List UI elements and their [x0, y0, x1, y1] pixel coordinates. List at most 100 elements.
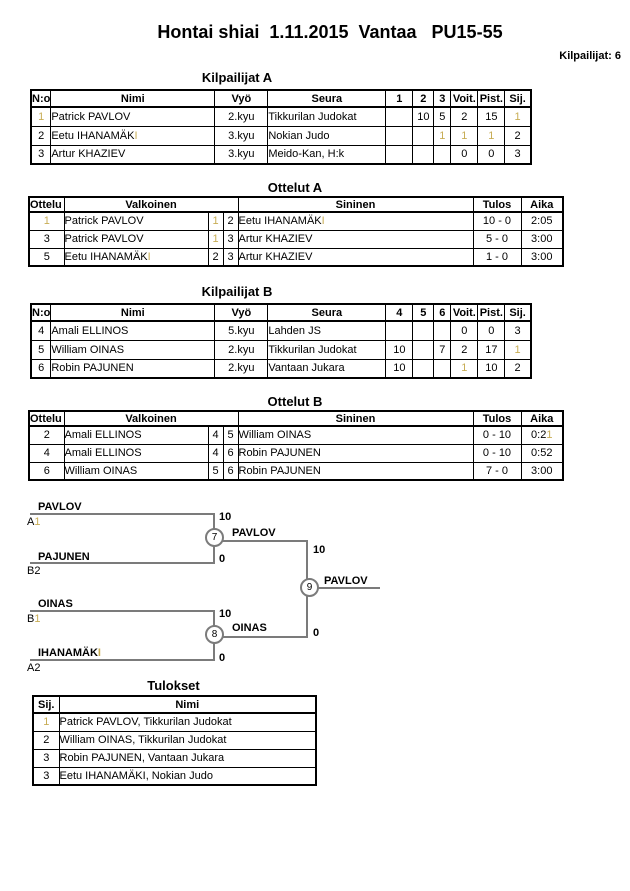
time-cell: 3:00	[520, 247, 564, 267]
bracket-score: 0	[313, 627, 320, 639]
wins-cell: 2	[450, 106, 479, 127]
pool-b-table: N:o Nimi Vyö Seura 4 5 6 Voit. Pist. Sij…	[30, 303, 532, 379]
column-header: 5	[412, 303, 435, 322]
bracket-seed-label: B1	[27, 613, 41, 625]
match-number-cell: 3	[28, 229, 65, 249]
table-row: 3 Artur KHAZIEV 3.kyu Meido-Kan, H:k 0 0…	[30, 144, 532, 165]
result-name-cell: William OINAS, Tikkurilan Judokat	[58, 730, 317, 750]
pool-a-header-row: N:o Nimi Vyö Seura 1 2 3 Voit. Pist. Sij…	[30, 89, 532, 108]
place-cell: 3	[32, 748, 60, 768]
match-score-cell: 10	[412, 106, 435, 127]
bracket-score: 10	[313, 544, 326, 556]
place-cell: 3	[32, 766, 60, 786]
blue-player-cell: Robin PAJUNEN	[237, 461, 474, 481]
table-row: 6 Robin PAJUNEN 2.kyu Vantaan Jukara 10 …	[30, 358, 532, 379]
match-score-cell	[433, 144, 452, 165]
bracket-score: 0	[219, 652, 226, 664]
pool-a-table: N:o Nimi Vyö Seura 1 2 3 Voit. Pist. Sij…	[30, 89, 532, 165]
column-header: Ottelu	[28, 196, 65, 213]
matches-b-heading: Ottelut B	[267, 394, 323, 409]
column-header: 6	[433, 303, 452, 322]
column-header: Valkoinen	[63, 410, 239, 427]
match-score-cell	[412, 358, 435, 379]
place-cell: 3	[504, 144, 532, 165]
points-cell: 10	[477, 358, 506, 379]
wins-cell: 1	[450, 125, 479, 146]
place-cell: 1	[32, 712, 60, 732]
wins-cell: 0	[450, 320, 479, 341]
belt-cell: 2.kyu	[214, 106, 269, 127]
column-header: 2	[412, 89, 435, 108]
competitor-number-cell: 3	[30, 144, 52, 165]
column-header: Tulos	[472, 196, 522, 213]
table-row: 4 Amali ELLINOS 5.kyu Lahden JS 0 0 3	[30, 320, 532, 341]
belt-cell: 3.kyu	[214, 144, 269, 165]
white-player-cell: Amali ELLINOS	[63, 443, 209, 463]
points-cell: 15	[477, 106, 506, 127]
table-row: 1 Patrick PAVLOV 1 2 Eetu IHANAMÄKI 10 -…	[28, 211, 564, 231]
matches-a-table: Ottelu Valkoinen Sininen Tulos Aika 1 Pa…	[28, 196, 564, 267]
result-cell: 7 - 0	[472, 461, 522, 481]
points-cell: 0	[477, 144, 506, 165]
column-header: Voit.	[450, 303, 479, 322]
column-header: 3	[433, 89, 452, 108]
column-header: N:o	[30, 303, 52, 322]
competitor-name-cell: Amali ELLINOS	[50, 320, 216, 341]
bracket-winner-label: PAVLOV	[232, 527, 276, 539]
bracket-line	[30, 513, 215, 515]
blue-number-cell: 3	[222, 229, 239, 249]
white-player-cell: Patrick PAVLOV	[63, 229, 209, 249]
bracket-score: 10	[219, 511, 232, 523]
column-header: Ottelu	[28, 410, 65, 427]
competitor-number-cell: 1	[30, 106, 52, 127]
match-score-cell	[412, 320, 435, 341]
match-number-circle: 8	[205, 625, 224, 644]
place-cell: 3	[504, 320, 532, 341]
table-row: 1 Patrick PAVLOV, Tikkurilan Judokat	[32, 712, 317, 732]
bracket-line	[30, 659, 215, 661]
blue-number-cell: 5	[222, 425, 239, 445]
belt-cell: 2.kyu	[214, 339, 269, 360]
table-row: 3 Patrick PAVLOV 1 3 Artur KHAZIEV 5 - 0…	[28, 229, 564, 249]
column-header: 1	[385, 89, 414, 108]
bracket-player-label: PAJUNEN	[38, 551, 90, 563]
matches-b-table: Ottelu Valkoinen Sininen Tulos Aika 2 Am…	[28, 410, 564, 481]
white-player-cell: Amali ELLINOS	[63, 425, 209, 445]
white-number-cell: 4	[207, 443, 224, 463]
time-cell: 0:52	[520, 443, 564, 463]
table-row: 1 Patrick PAVLOV 2.kyu Tikkurilan Judoka…	[30, 106, 532, 127]
belt-cell: 2.kyu	[214, 358, 269, 379]
column-header: Sininen	[237, 410, 474, 427]
place-cell: 2	[504, 358, 532, 379]
result-cell: 10 - 0	[472, 211, 522, 231]
column-header: N:o	[30, 89, 52, 108]
column-header: Seura	[267, 303, 387, 322]
column-header: Nimi	[50, 89, 216, 108]
table-row: 2 Amali ELLINOS 4 5 William OINAS 0 - 10…	[28, 425, 564, 445]
bracket-player-label: PAVLOV	[38, 501, 82, 513]
matches-a-heading: Ottelut A	[267, 180, 323, 195]
matches-b-header-row: Ottelu Valkoinen Sininen Tulos Aika	[28, 410, 564, 427]
column-header: Vyö	[214, 303, 269, 322]
results-heading: Tulokset	[147, 678, 200, 693]
matches-a-header-row: Ottelu Valkoinen Sininen Tulos Aika	[28, 196, 564, 213]
match-score-cell	[412, 339, 435, 360]
table-row: 4 Amali ELLINOS 4 6 Robin PAJUNEN 0 - 10…	[28, 443, 564, 463]
time-cell: 0:21	[520, 425, 564, 445]
white-number-cell: 5	[207, 461, 224, 481]
time-cell: 3:00	[520, 461, 564, 481]
page-title: Hontai shiai 1.11.2015 Vantaa PU15-55	[157, 22, 503, 42]
column-header: Sininen	[237, 196, 474, 213]
club-cell: Lahden JS	[267, 320, 387, 341]
bracket-winner-label: OINAS	[232, 622, 267, 634]
belt-cell: 5.kyu	[214, 320, 269, 341]
result-cell: 1 - 0	[472, 247, 522, 267]
column-header: Pist.	[477, 303, 506, 322]
club-cell: Tikkurilan Judokat	[267, 106, 387, 127]
bracket-line	[308, 587, 380, 589]
column-header: Aika	[520, 196, 564, 213]
pool-b-heading: Kilpailijat B	[201, 284, 273, 299]
club-cell: Nokian Judo	[267, 125, 387, 146]
pool-b-header-row: N:o Nimi Vyö Seura 4 5 6 Voit. Pist. Sij…	[30, 303, 532, 322]
white-number-cell: 1	[207, 211, 224, 231]
